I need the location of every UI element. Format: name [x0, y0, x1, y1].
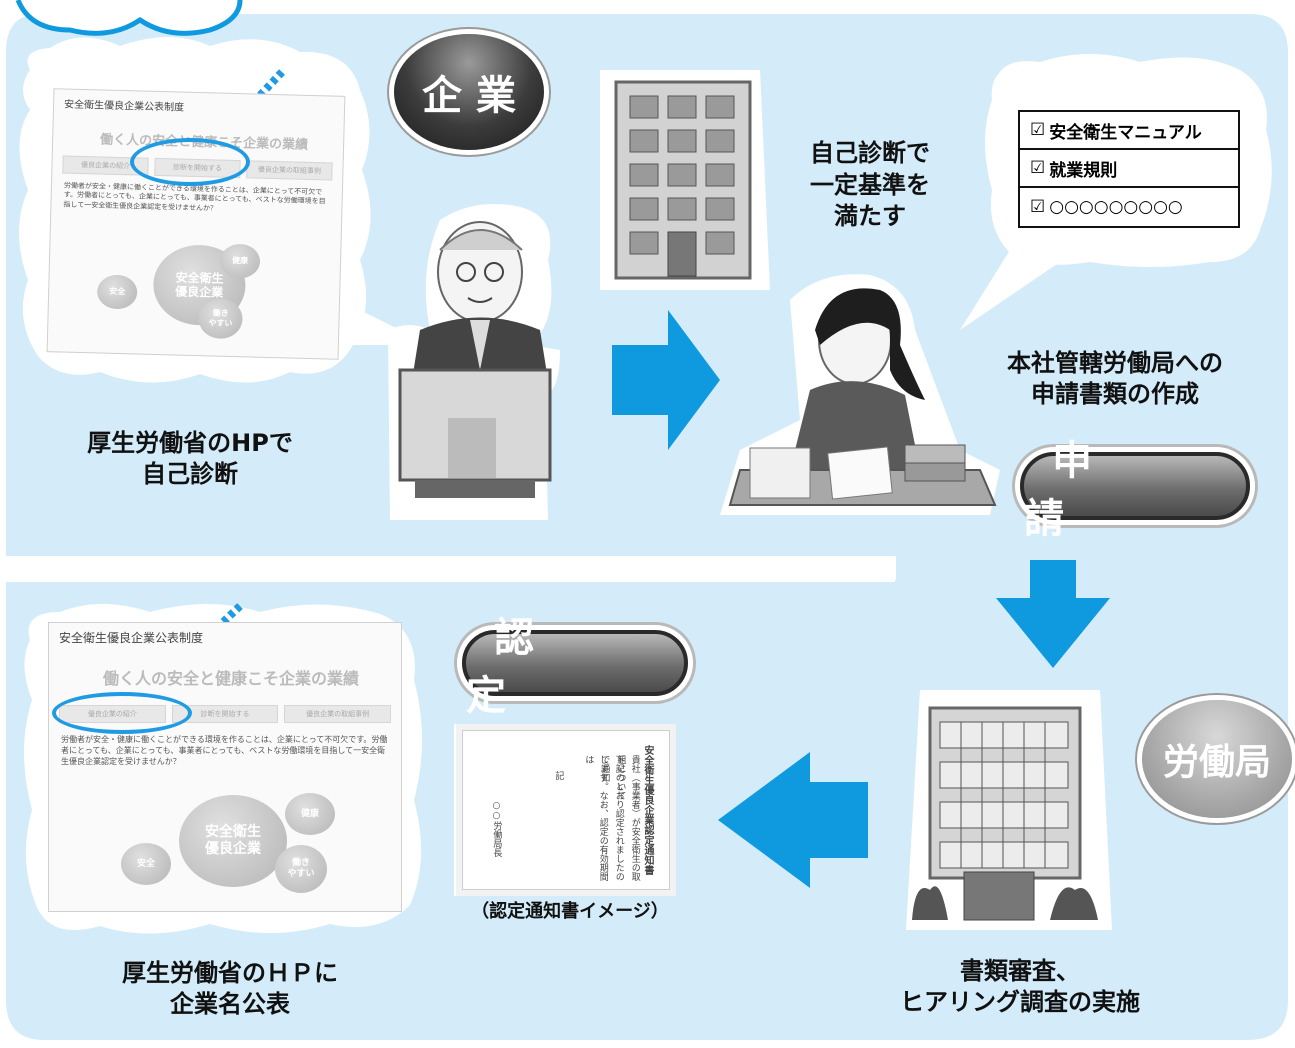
- logo-cloud-fragment: [15, 0, 243, 36]
- checklist-item: ☑○○○○○○○○○: [1030, 197, 1183, 217]
- checklist-item: ☑安全衛生マニュアル: [1020, 112, 1238, 150]
- document-checklist: ☑安全衛生マニュアル ☑就業規則 ☑○○○○○○○○○: [1018, 110, 1240, 228]
- meets-standard-label: 自己診断で一定基準を満たす: [810, 139, 930, 231]
- site-title: 働く人の安全と健康こそ企業の業績: [102, 669, 359, 688]
- checkbox-icon: ☑: [1030, 197, 1046, 217]
- bureau-badge: 労働局: [1142, 700, 1292, 818]
- highlight-ellipse-top: [130, 138, 250, 186]
- application-documents-label: 本社管轄労働局への申請書類の作成: [1007, 349, 1223, 409]
- site-tab: 優良企業の取組事例: [284, 705, 392, 723]
- notice-column: 記: [553, 771, 564, 780]
- arrow-down: [996, 560, 1110, 668]
- arrow-left: [718, 752, 868, 888]
- notice-column: します。なお、認定の有効期間は: [583, 755, 608, 881]
- arrow-right: [612, 310, 720, 450]
- company-badge: 企 業: [394, 34, 544, 150]
- bubble-work: 働きやすい: [198, 298, 244, 340]
- bubble-excellent-company: 安全衛生優良企業: [179, 795, 287, 887]
- bubble-health: 健康: [285, 793, 335, 835]
- certification-notice-image: 安全衛生優良企業認定通知書 貴社（事業者）が安全衛生の取組について 下記のとおり…: [462, 730, 670, 890]
- site-header: 安全衛生優良企業公表制度: [59, 631, 204, 645]
- site-header: 安全衛生優良企業公表制度: [63, 99, 185, 114]
- notice-column: 下記のとおり認定されましたので通知: [599, 755, 624, 881]
- checkbox-icon: ☑: [1030, 120, 1046, 140]
- publish-label: 厚生労働省のＨＰに企業名公表: [122, 959, 338, 1019]
- bubble-safety: 安全: [96, 274, 138, 310]
- self-check-label: 厚生労働省のHPで自己診断: [87, 429, 293, 489]
- bubble-health: 健康: [219, 243, 261, 279]
- notice-column: ○○労働局長: [491, 801, 502, 857]
- certify-badge: 認 定: [462, 615, 688, 719]
- notice-column: 安全衛生優良企業認定通知書: [642, 745, 653, 875]
- site-intro: 労働者が安全・健康に働くことができる環境を作ることは、企業にとって不可欠です。労…: [61, 735, 388, 766]
- highlight-ellipse-bottom: [52, 692, 192, 734]
- website-screenshot-top: 安全衛生優良企業公表制度 働く人の安全と健康こそ企業の業績 優良企業の紹介 診断…: [46, 88, 346, 360]
- site-intro: 労働者が安全・健康に働くことができる環境を作ることは、企業にとって不可欠です。労…: [63, 181, 326, 213]
- review-label: 書類審査、ヒアリング調査の実施: [900, 957, 1140, 1017]
- checkbox-icon: ☑: [1030, 158, 1046, 178]
- notice-caption: （認定通知書イメージ）: [471, 901, 669, 922]
- checklist-item: ☑就業規則: [1020, 150, 1238, 188]
- bubble-work: 働きやすい: [275, 845, 327, 893]
- bubble-safety: 安全: [121, 843, 171, 885]
- website-screenshot-bottom: 安全衛生優良企業公表制度 働く人の安全と健康こそ企業の業績 優良企業の紹介 診断…: [48, 622, 402, 912]
- notice-column: 貴社（事業者）が安全衛生の取組について: [615, 755, 640, 881]
- apply-badge: 申 請: [1020, 438, 1250, 542]
- site-tab: 優良企業の取組事例: [246, 160, 333, 181]
